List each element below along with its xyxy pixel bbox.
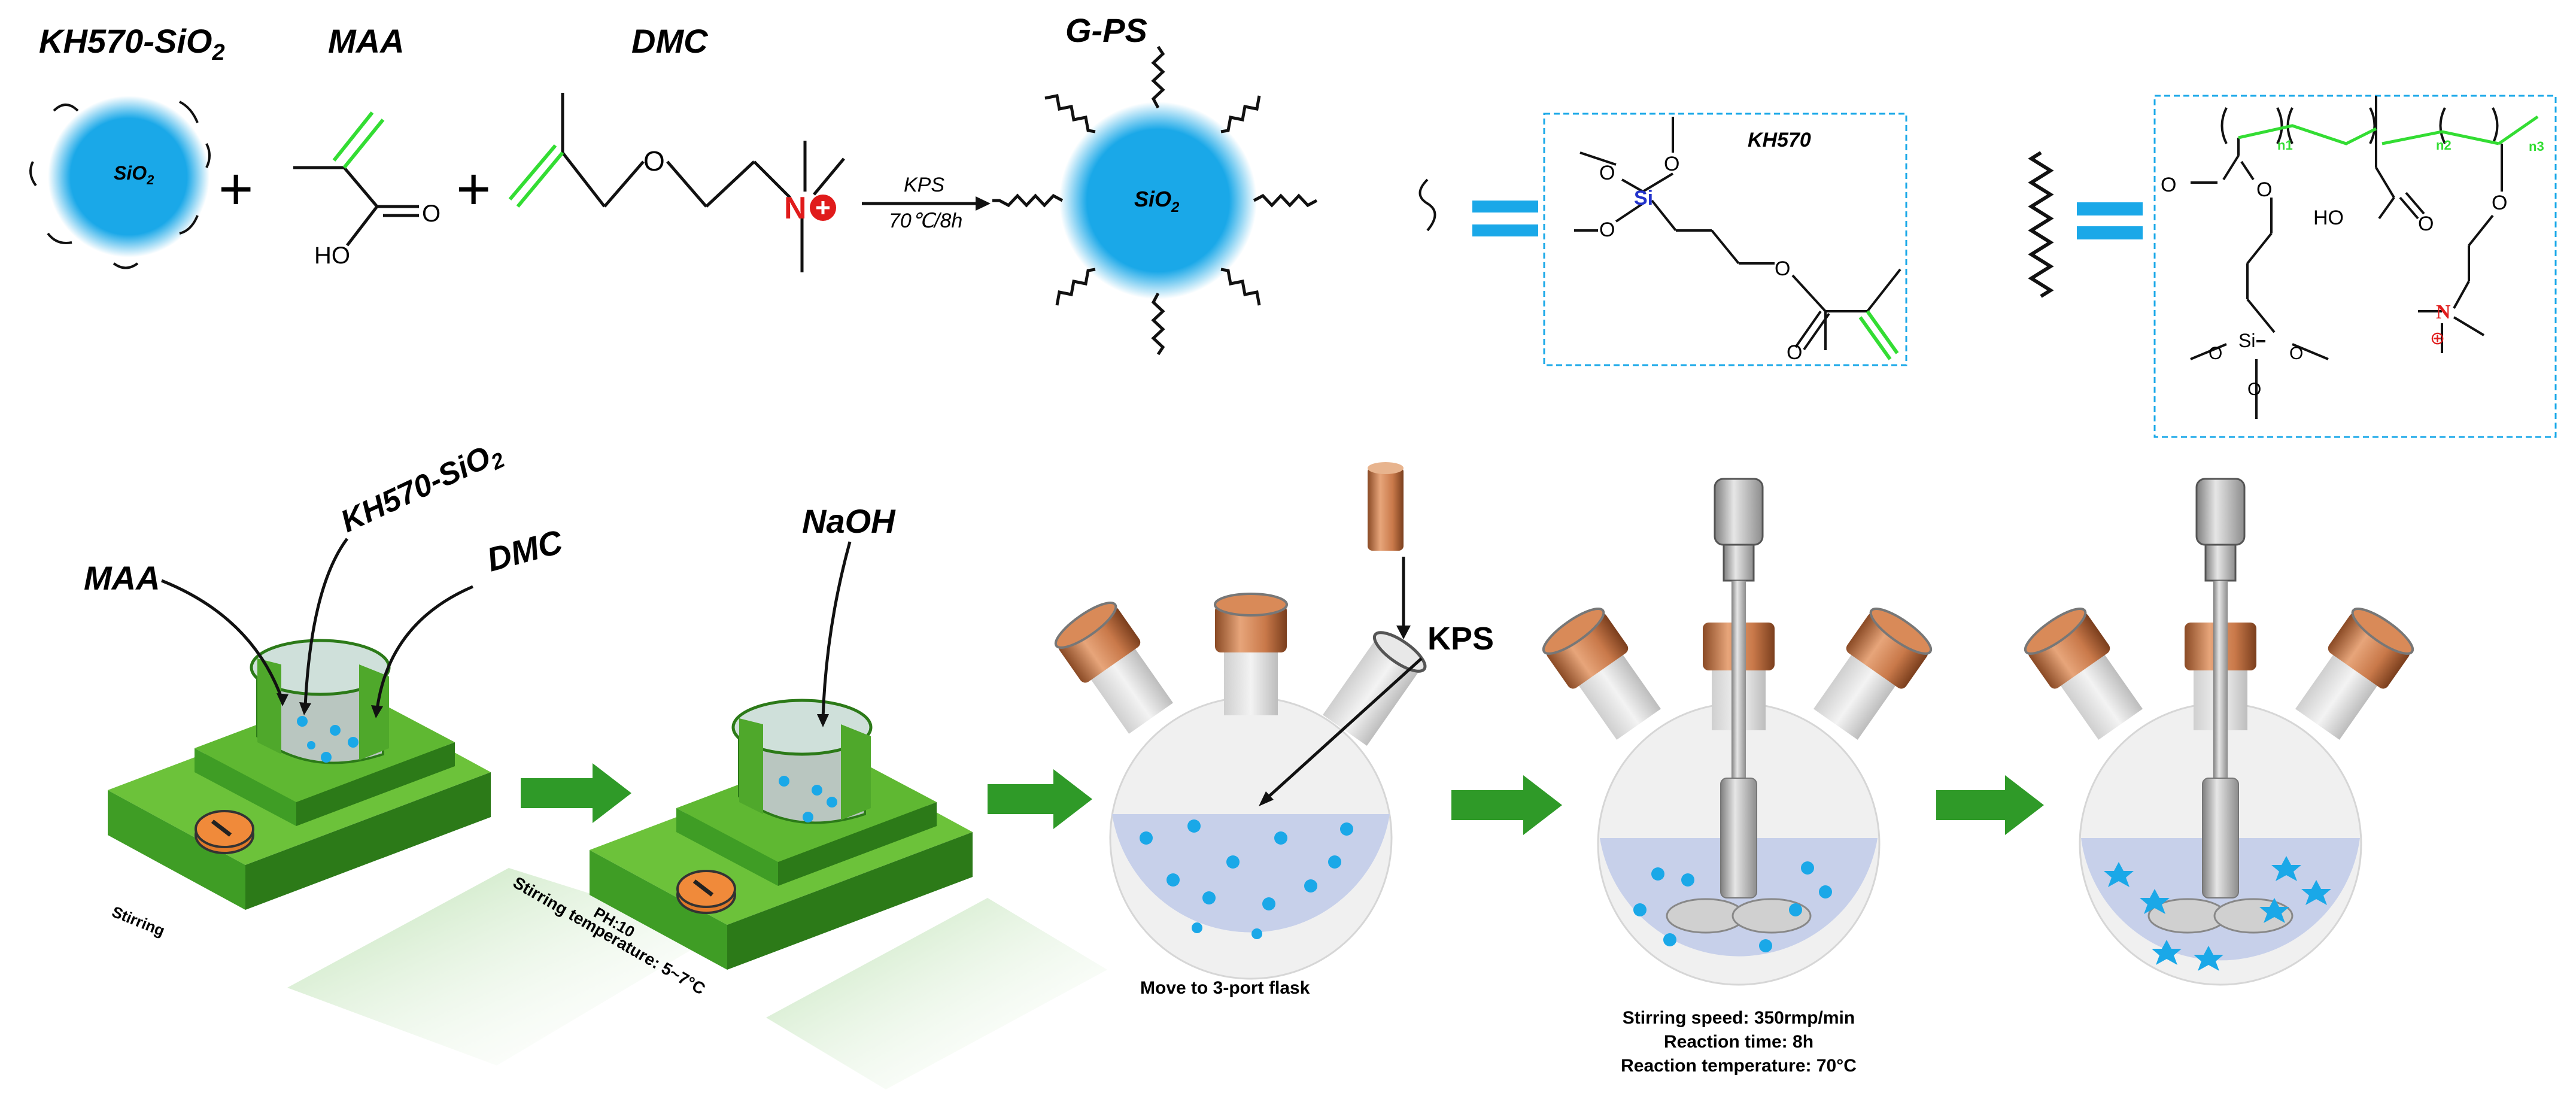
- flask-step-5: [2024, 478, 2414, 986]
- kh570-legend: KH570 O O Si O O O: [1418, 113, 1907, 366]
- short-chain-icons: [29, 101, 211, 269]
- stopper-icon: [1215, 605, 1287, 652]
- reaction-temperature-caption: Reaction temperature: 70°C: [1621, 1056, 1857, 1076]
- kh570-title: KH570: [1748, 129, 1811, 151]
- dmc-pointer-icon: [375, 585, 473, 710]
- gps-product: G-PS SiO2: [992, 11, 1318, 356]
- sio2-core-label: SiO2: [114, 162, 154, 187]
- reaction-time-caption: Reaction time: 8h: [1664, 1032, 1813, 1052]
- process-arrow-2-icon: [988, 769, 1092, 829]
- polymer-chains-icon: [992, 45, 1318, 356]
- sio2-particle-icon: [48, 96, 209, 257]
- shadow-1: [287, 868, 718, 1065]
- n3-label: n3: [2529, 139, 2544, 154]
- kps-label: KPS: [1427, 621, 1494, 657]
- kps-bottle-icon: [1368, 467, 1404, 551]
- gps-label: G-PS: [1065, 11, 1147, 49]
- dmc-o-label: O: [643, 145, 665, 177]
- kh570-o-label-4: O: [1775, 257, 1790, 280]
- poly-o-label-3: O: [2418, 212, 2434, 235]
- stirring-shaft-icon: [1720, 778, 1757, 898]
- dmc-label: DMC: [631, 22, 709, 60]
- maa-label: MAA: [328, 22, 405, 60]
- maa-o-label: O: [422, 201, 441, 227]
- motor-icon: [1714, 478, 1764, 546]
- polymer-box: [2153, 95, 2557, 438]
- kh570-o-label-5: O: [1787, 341, 1802, 364]
- polymer-legend: n1 n2 n3 O O HO O O Si O O O N ⊕: [2028, 95, 2557, 438]
- poly-oh-label: HO: [2313, 207, 2344, 229]
- kh570-o-label-3: O: [1599, 218, 1615, 241]
- poly-o-label-6: O: [2289, 344, 2303, 363]
- arrow-condition-label: 70℃/8h: [889, 210, 962, 232]
- kh570-sio2-label: KH570-SiO2: [39, 22, 225, 65]
- flask-step-3: [1054, 593, 1427, 980]
- dmc-reactant: DMC O N: [508, 22, 845, 272]
- shadow-2: [766, 898, 1107, 1089]
- dmc-vinyl-icon: [508, 144, 564, 208]
- maa-oh-label: HO: [314, 242, 350, 269]
- poly-o-label-4: O: [2492, 192, 2507, 214]
- kh570-sio2-reactant: KH570-SiO2 SiO2: [29, 22, 225, 269]
- poly-charge-icon: ⊕: [2430, 328, 2445, 349]
- step1-dmc-label: DMC: [483, 522, 567, 578]
- kh570-box: [1543, 113, 1907, 366]
- kps-pointer-icon: [1265, 657, 1423, 800]
- maa-pointer-icon: [161, 579, 283, 698]
- poly-o-label-2: O: [2256, 178, 2272, 201]
- flask-step-4: [1542, 478, 1933, 986]
- process-arrow-1-icon: [521, 763, 631, 823]
- stirrer-step-2: [590, 699, 973, 970]
- kh570-o-label-2: O: [1599, 162, 1615, 184]
- kh570-si-label: Si: [1634, 187, 1653, 210]
- n1-label: n1: [2277, 138, 2293, 153]
- move-flask-caption: Move to 3-port flask: [1140, 978, 1310, 998]
- step1-maa-label: MAA: [84, 559, 160, 597]
- arrow-kps-label: KPS: [904, 174, 944, 196]
- poly-n-label: N: [2436, 301, 2451, 323]
- process-arrow-4-icon: [1936, 775, 2044, 835]
- dmc-n-label: N: [784, 191, 807, 226]
- stirrer-step-1: [108, 639, 491, 910]
- stirring-speed-caption: Stirring speed: 350rmp/min: [1623, 1008, 1855, 1028]
- gps-core-label: SiO2: [1134, 187, 1180, 215]
- plus-sign-1: +: [218, 156, 253, 223]
- kh570-pointer-icon: [303, 538, 349, 707]
- n2-label: n2: [2436, 138, 2452, 153]
- gps-product-particles-icon: [2104, 856, 2331, 971]
- long-chain-symbol-icon: [2028, 151, 2054, 298]
- poly-o-label-1: O: [2161, 174, 2176, 196]
- reaction-arrow: KPS 70℃/8h: [862, 174, 991, 232]
- poly-o-label-7: O: [2247, 380, 2261, 399]
- naoh-pointer-icon: [821, 541, 852, 719]
- kh570-o-label-1: O: [1664, 153, 1679, 175]
- step1-kh570-label: KH570-SiO2: [336, 435, 509, 542]
- short-chain-symbol-icon: [1418, 178, 1436, 232]
- particles-icon: [297, 716, 359, 763]
- stirring-caption: Stirring: [110, 903, 168, 940]
- poly-si-label: Si: [2238, 330, 2255, 351]
- naoh-label: NaOH: [802, 502, 896, 540]
- process-arrow-3-icon: [1451, 775, 1562, 835]
- maa-vinyl-icon: [332, 111, 385, 169]
- flask-1-particles-icon: [1140, 819, 1353, 939]
- plus-sign-2: +: [456, 156, 491, 223]
- gps-particle-icon: [1059, 102, 1257, 299]
- maa-reactant: MAA O HO: [293, 22, 441, 269]
- poly-o-label-5: O: [2209, 344, 2222, 363]
